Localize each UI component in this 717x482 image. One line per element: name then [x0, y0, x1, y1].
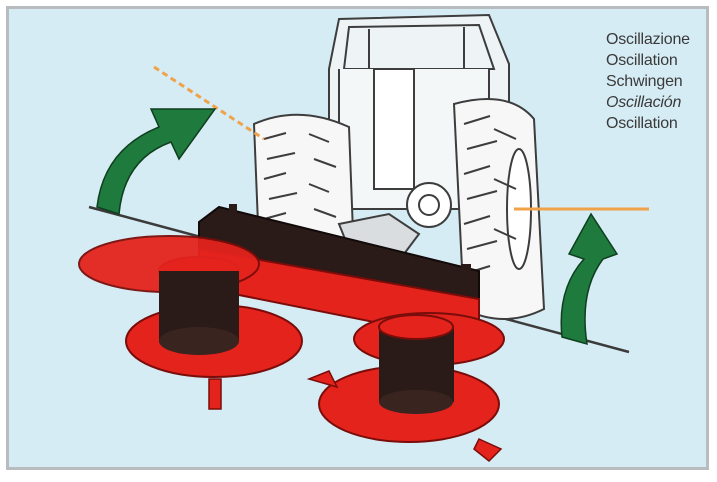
- right-mower-disc: [309, 313, 504, 461]
- mower-oscillation-illustration: [9, 9, 709, 470]
- diagram-panel: Oscillazione Oscillation Schwingen Oscil…: [6, 6, 709, 470]
- right-oscillation-arrow-icon: [561, 214, 617, 344]
- label-english: Oscillation: [606, 50, 690, 71]
- label-spanish: Oscillación: [606, 92, 690, 113]
- label-italian: Oscillazione: [606, 29, 690, 50]
- label-french: Oscillation: [606, 113, 690, 134]
- left-oscillation-arrow-icon: [97, 109, 215, 214]
- label-german: Schwingen: [606, 71, 690, 92]
- oscillation-label-list: Oscillazione Oscillation Schwingen Oscil…: [606, 29, 690, 134]
